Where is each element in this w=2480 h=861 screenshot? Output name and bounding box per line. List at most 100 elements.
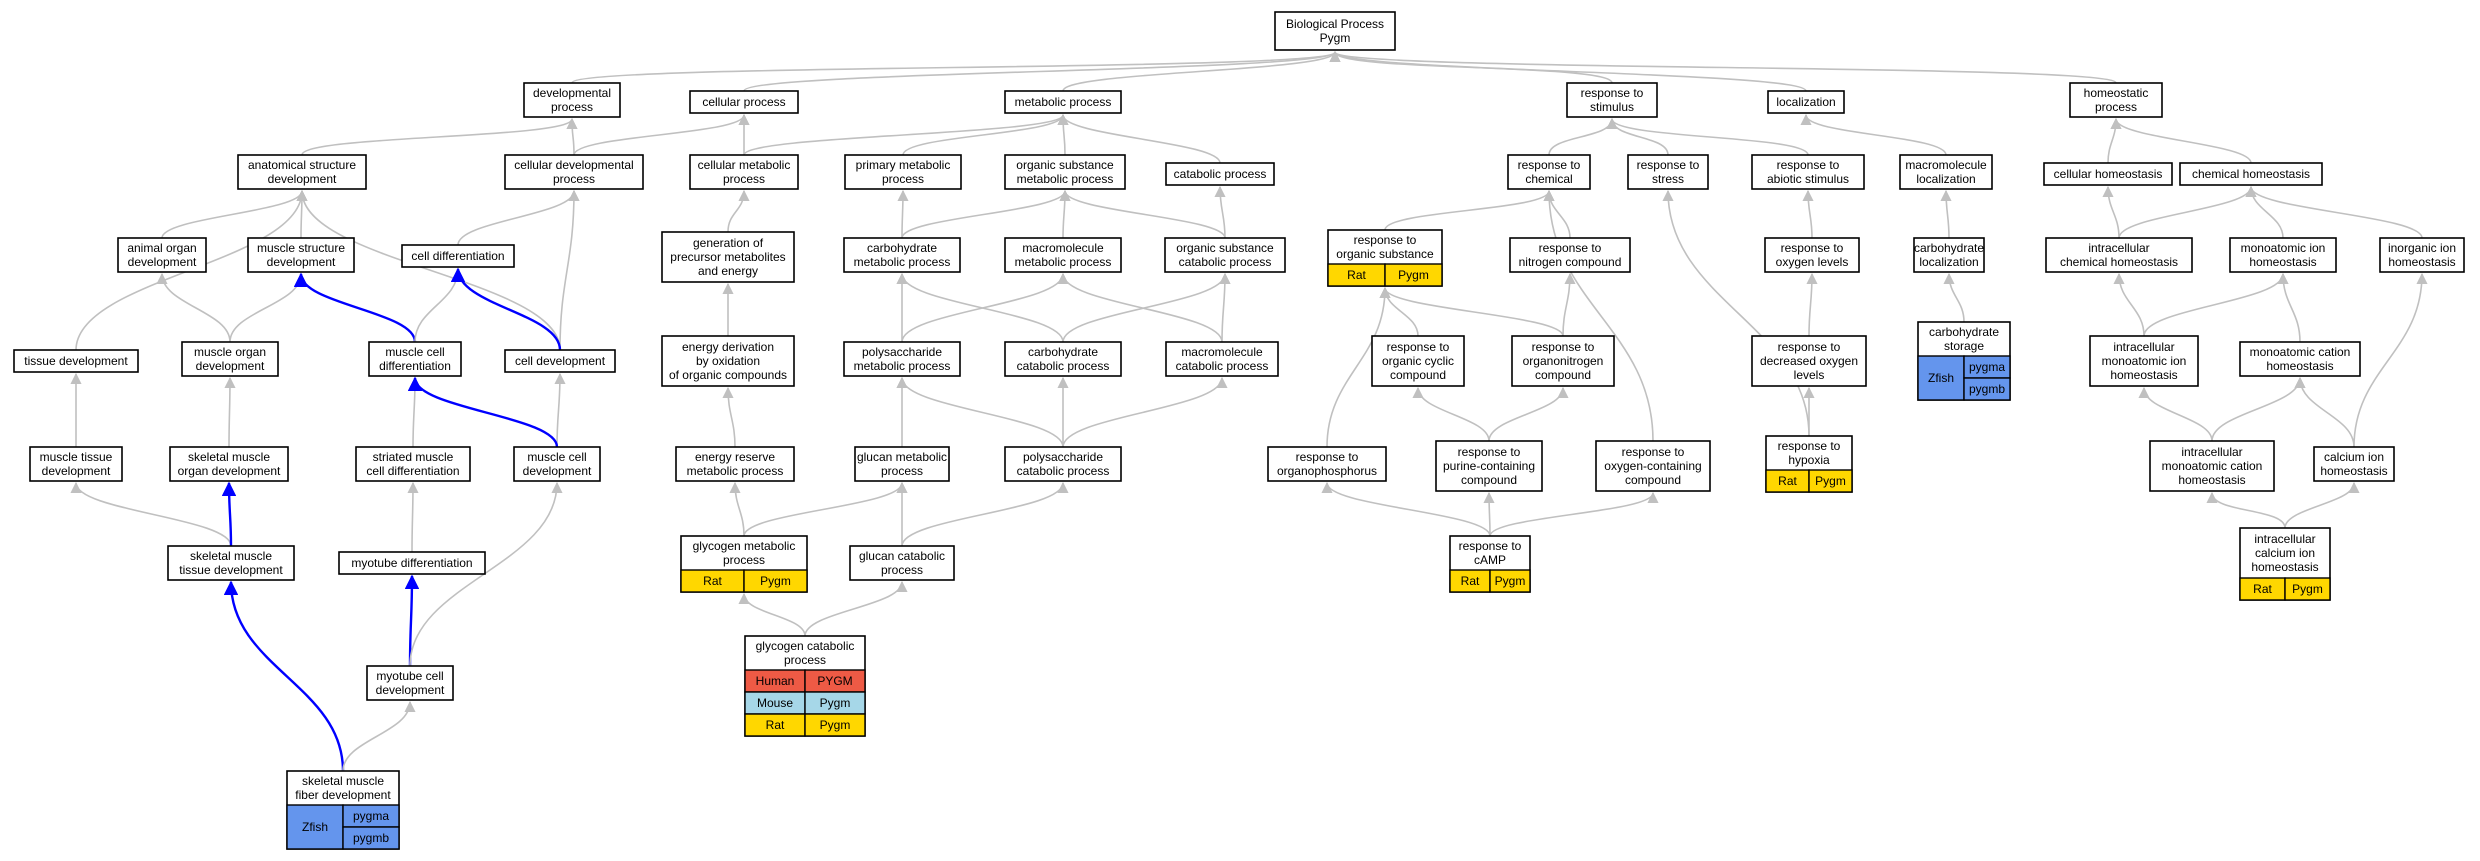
gene-name: Pygm [760, 574, 791, 588]
term-box [1165, 162, 1275, 186]
edge-intrachem-to-cellhomeo [2102, 185, 2120, 239]
term-label-line: catabolic process [1174, 167, 1267, 181]
edge-musorg-to-musstruct [229, 272, 307, 343]
edge-muscelldev-to-muscelldiff [407, 376, 559, 448]
go-term-node-celldiff[interactable]: cell differentiation [401, 244, 515, 268]
edge-skmustissue-to-skmusorg [221, 481, 237, 547]
edge-anat-to-dev [301, 117, 578, 156]
edge-musorg-to-animorg [156, 272, 231, 343]
term-label-line: oxygen levels [1776, 255, 1849, 269]
go-term-node-met[interactable]: metabolic process [1004, 90, 1122, 114]
term-box [1899, 154, 1993, 190]
term-label-line: developmental [533, 86, 611, 100]
species-name: Human [756, 674, 795, 688]
term-box [1267, 446, 1387, 482]
go-term-node-tissue[interactable]: tissue development [13, 349, 139, 373]
go-term-node-cdev[interactable]: cell development [504, 349, 616, 373]
term-label-line: muscle structure [257, 241, 345, 255]
edge-intracalc-to-intramonocat [2206, 491, 2286, 529]
go-term-node-cell[interactable]: cellular process [689, 90, 799, 114]
edge-resp_stress-to-resp_stim [1606, 117, 1669, 156]
term-box [2313, 446, 2395, 482]
go-term-node-catab[interactable]: catabolic process [1165, 162, 1275, 186]
term-label-line: monoatomic ion [2102, 354, 2187, 368]
term-box [2043, 162, 2173, 186]
species-name: Rat [1347, 268, 1366, 282]
go-term-node-loc[interactable]: localization [1767, 90, 1845, 114]
edge-resp_oxycomp-to-resp_chem [1543, 189, 1654, 442]
term-label-line: homeostasis [2249, 255, 2316, 269]
term-label-line: differentiation [379, 359, 451, 373]
edge-macroloc-to-loc [1800, 113, 1947, 156]
term-label-line: response to [1459, 539, 1522, 553]
go-term-node-cellhomeo[interactable]: cellular homeostasis [2043, 162, 2173, 186]
go-term-node-chemhomeo[interactable]: chemical homeostasis [2179, 162, 2323, 186]
term-label-line: macromolecule [1905, 158, 1987, 172]
term-label-line: levels [1794, 368, 1825, 382]
go-term-node-myotubediff[interactable]: myotube differentiation [338, 551, 486, 575]
term-label-line: muscle cell [527, 450, 586, 464]
term-box [1004, 154, 1126, 190]
